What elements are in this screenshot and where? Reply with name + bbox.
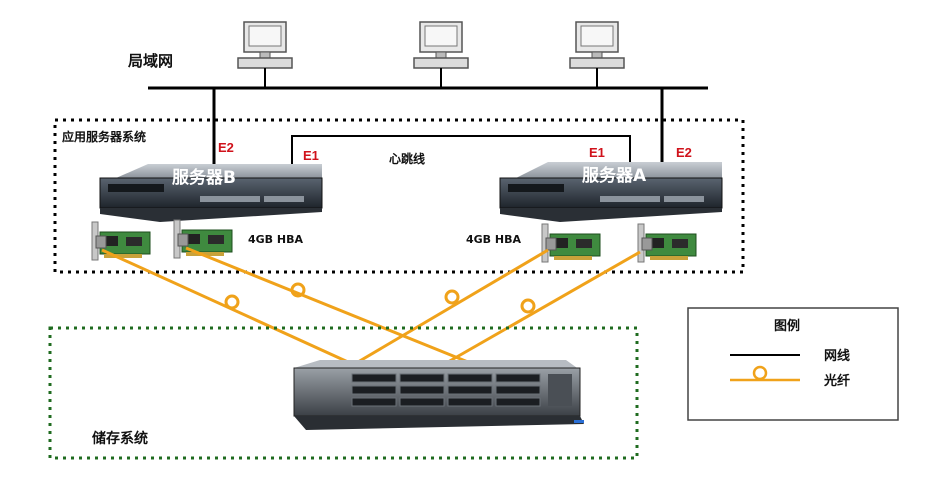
server-b: 服务器B: [99, 164, 323, 222]
app-server-system-frame: [53, 118, 745, 274]
port-label-e2: E2: [218, 140, 234, 155]
storage-array: [293, 360, 584, 430]
port-label-e1: E1: [589, 145, 605, 160]
legend-fiber-symbol: [730, 365, 800, 382]
fiber-line: [357, 248, 549, 364]
storage-system-frame: [48, 326, 639, 460]
fiber-loop: [224, 294, 240, 310]
heartbeat-line: [291, 135, 631, 168]
heartbeat-label: 心跳线: [389, 151, 425, 166]
legend-title: 图例: [774, 318, 800, 334]
port-label-e2: E2: [676, 145, 692, 160]
fiber-line: [447, 250, 641, 364]
server-b-label: 服务器B: [172, 167, 236, 188]
hba-card-icon: [541, 223, 601, 263]
pc-icon: [569, 21, 625, 88]
port-label-e1: E1: [303, 148, 319, 163]
lan-label: 局域网: [127, 52, 173, 70]
app-system-label: 应用服务器系统: [62, 129, 146, 144]
hba-card-icon: [173, 219, 233, 259]
fiber-loop: [520, 298, 536, 314]
fiber-line: [101, 248, 349, 364]
hba-card-icon: [637, 223, 697, 263]
server-a-label: 服务器A: [582, 165, 647, 186]
hba-card-icon: [91, 221, 151, 261]
server-a: 服务器A: [499, 162, 723, 222]
fiber-loop: [290, 282, 306, 298]
legend-fiber-label: 光纤: [823, 373, 850, 389]
pc-icon: [237, 21, 293, 88]
legend-network-label: 网线: [824, 348, 850, 364]
legend-box: [687, 307, 899, 421]
fiber-loop: [444, 289, 460, 305]
fiber-line: [185, 246, 469, 364]
hba-label: 4GB HBA: [466, 233, 521, 246]
pc-icon: [413, 21, 469, 88]
hba-label: 4GB HBA: [248, 233, 303, 246]
storage-label: 储存系统: [91, 430, 148, 447]
fiber-cables: [101, 246, 641, 364]
